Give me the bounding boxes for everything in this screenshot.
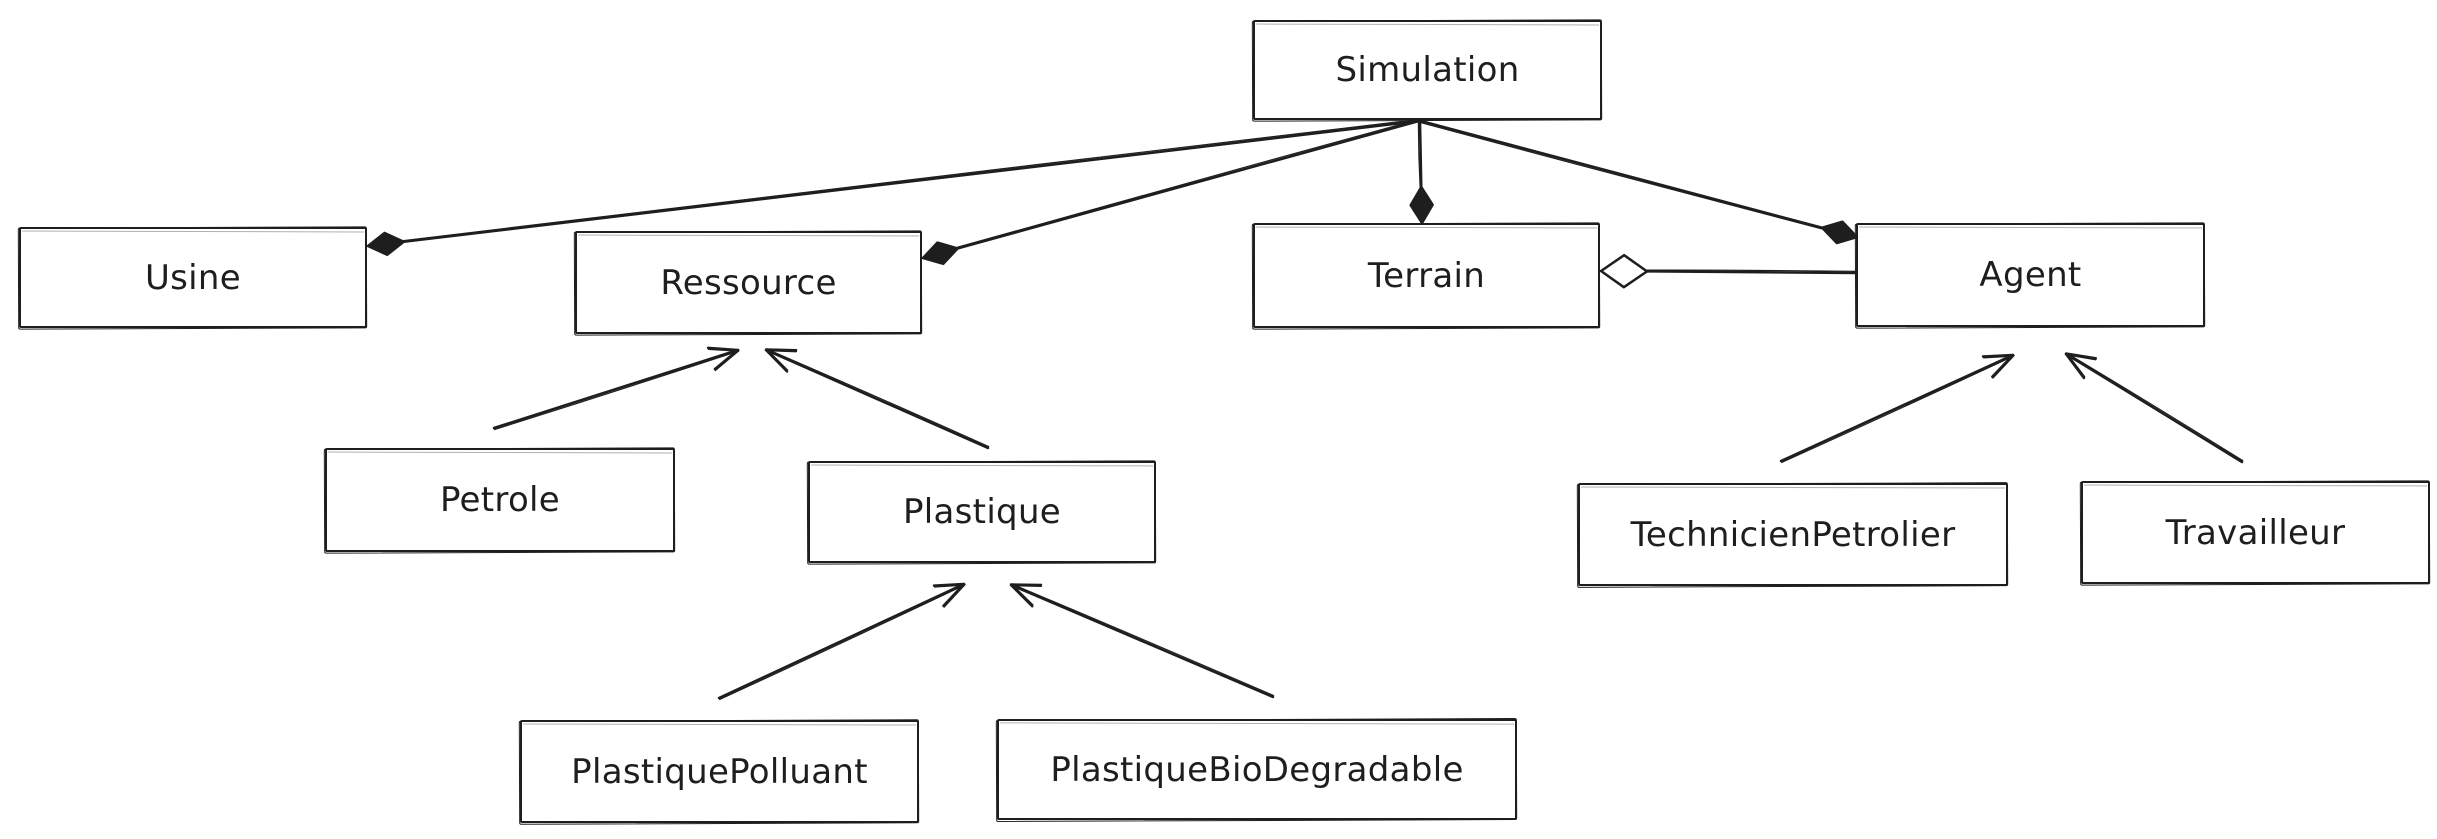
class-box-petrole: Petrole — [325, 448, 675, 552]
filled-diamond-icon — [1409, 185, 1434, 225]
open-arrowhead-icon — [1009, 583, 1043, 608]
edge-technicienpetrolier-agent-line — [1779, 353, 2015, 463]
edge-travailleur-agent-sketch-stroke — [2066, 352, 2244, 462]
edge-plastiquebiodegradable-plastique-line — [1009, 583, 1275, 699]
hollow-diamond-icon — [1599, 253, 1649, 289]
edge-plastique-ressource-line — [764, 348, 990, 450]
class-label-terrain: Terrain — [1367, 255, 1486, 296]
open-arrowhead-icon — [2064, 352, 2097, 380]
class-box-usine: Usine — [19, 227, 367, 328]
edge-simulation-agent-sketch-stroke — [1419, 121, 1823, 230]
class-label-plastique-bio-degradable: PlastiqueBioDegradable — [1050, 749, 1464, 790]
class-box-plastique-bio-degradable: PlastiqueBioDegradable — [997, 719, 1517, 820]
open-arrowhead-icon-sketch-stroke — [1009, 583, 1043, 606]
open-arrowhead-icon — [932, 582, 966, 608]
edge-plastiquepolluant-plastique-line — [717, 582, 966, 700]
edge-plastiquebiodegradable-plastique-sketch-stroke — [1010, 583, 1275, 697]
class-label-technicien-petrolier: TechnicienPetrolier — [1630, 514, 1956, 555]
open-arrowhead-icon-sketch-stroke — [934, 584, 967, 608]
class-label-plastique: Plastique — [902, 492, 1062, 532]
class-box-plastique-polluant: PlastiquePolluant — [520, 720, 919, 823]
filled-diamond-icon — [366, 231, 405, 257]
edge-agent-terrain-sketch-stroke — [1646, 269, 1857, 272]
open-arrowhead-icon-sketch-stroke — [764, 348, 798, 371]
edge-travailleur-agent-line — [2064, 352, 2244, 464]
class-box-simulation: Simulation — [1253, 20, 1602, 120]
class-label-usine: Usine — [144, 257, 241, 298]
edge-simulation-agent-line — [1419, 119, 1824, 229]
edge-plastiquepolluant-plastique-sketch-stroke — [719, 584, 966, 701]
edge-plastique-ressource-sketch-stroke — [765, 348, 990, 448]
class-box-plastique: Plastique — [808, 461, 1156, 563]
open-arrowhead-icon — [706, 346, 740, 371]
open-arrowhead-icon-sketch-stroke — [1983, 355, 2016, 379]
class-box-agent: Agent — [1856, 223, 2205, 327]
edge-agent-terrain-line — [1645, 270, 1858, 275]
edge-technicienpetrolier-agent-sketch-stroke — [1781, 355, 2015, 464]
edge-simulation-terrain-line — [1418, 119, 1423, 189]
edge-simulation-terrain-sketch-stroke — [1417, 120, 1421, 188]
class-box-travailleur: Travailleur — [2081, 481, 2430, 584]
open-arrowhead-icon-sketch-stroke — [2065, 352, 2097, 378]
class-box-technicien-petrolier: TechnicienPetrolier — [1578, 483, 2008, 586]
open-arrowhead-icon — [764, 348, 798, 373]
class-label-agent: Agent — [1979, 255, 2082, 295]
edge-petrole-ressource-line — [492, 348, 740, 430]
open-arrowhead-icon-sketch-stroke — [707, 348, 741, 372]
class-label-petrole: Petrole — [439, 480, 561, 520]
class-box-ressource: Ressource — [575, 231, 922, 334]
class-label-ressource: Ressource — [660, 262, 837, 303]
class-label-travailleur: Travailleur — [2165, 512, 2346, 553]
open-arrowhead-icon — [1981, 353, 2015, 378]
class-label-simulation: Simulation — [1335, 50, 1520, 90]
filled-diamond-icon — [921, 241, 959, 266]
edge-petrole-ressource-sketch-stroke — [493, 350, 739, 431]
class-box-terrain: Terrain — [1253, 223, 1600, 328]
class-label-plastique-polluant: PlastiquePolluant — [571, 751, 868, 792]
filled-diamond-icon — [1820, 220, 1859, 245]
